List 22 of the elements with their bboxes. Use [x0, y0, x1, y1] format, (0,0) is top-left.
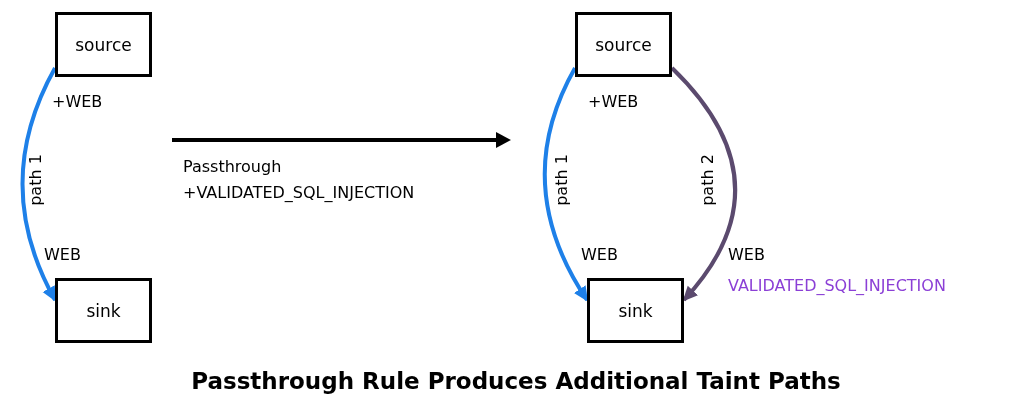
arrow: [670, 66, 737, 302]
node-box: [55, 278, 152, 343]
node-label: sink: [618, 300, 653, 321]
node-box: [55, 12, 152, 77]
arrow: [543, 67, 589, 302]
node-label: sink: [86, 300, 121, 321]
taint-label: +WEB: [588, 92, 639, 111]
edge-label: path 2: [697, 154, 718, 206]
taint-label: WEB: [581, 245, 618, 264]
taint-label: VALIDATED_SQL_INJECTION: [728, 276, 946, 295]
edge-label: path 1: [551, 154, 572, 206]
node-box: [575, 12, 672, 77]
caption: Passthrough Rule Produces Additional Taint Paths: [190, 368, 842, 394]
taint-label: +WEB: [52, 92, 103, 111]
node-label: source: [75, 34, 132, 55]
edge-label: path 1: [25, 154, 46, 206]
node-box: [587, 278, 684, 343]
taint-label: WEB: [728, 245, 765, 264]
transform-label: Passthrough +VALIDATED_SQL_INJECTION: [183, 156, 416, 204]
taint-label: WEB: [44, 245, 81, 264]
arrow: [20, 67, 57, 302]
node-label: source: [595, 34, 652, 55]
